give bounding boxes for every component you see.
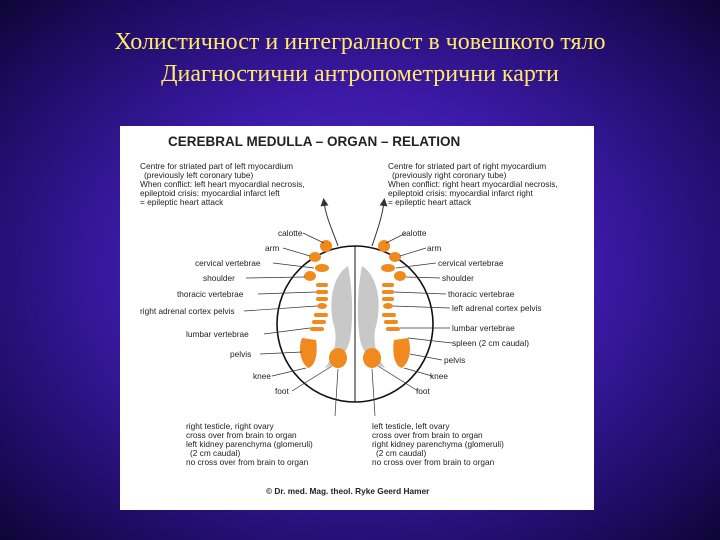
- slide-title-line-1: Холистичност и интегралност в човешкото …: [114, 29, 606, 55]
- left-lumbar-node: [314, 313, 328, 317]
- bottom-right-line: no cross over from brain to organ: [372, 457, 495, 467]
- left-calotte-node: [320, 240, 332, 252]
- right-adrenal-node: [383, 303, 393, 309]
- label-left-knee: knee: [253, 371, 271, 381]
- diagram-panel: CEREBRAL MEDULLA – ORGAN – RELATION Cent…: [120, 126, 594, 510]
- right-foot-node: [363, 348, 381, 368]
- left-foot-node: [329, 348, 347, 368]
- right-block-line: Centre for striated part of right myocar…: [388, 161, 546, 171]
- right-arrow: [371, 198, 388, 247]
- bottom-right-line: cross over from brain to organ: [372, 430, 483, 440]
- label-left-shoulder: shoulder: [203, 273, 235, 283]
- right-myocardium-block: Centre for striated part of right myocar…: [388, 161, 558, 207]
- right-lumbar-node: [382, 313, 396, 317]
- label-left-thoracic: thoracic vertebrae: [177, 289, 244, 299]
- right-arm-node: [389, 252, 401, 262]
- left-thoracic-node: [316, 283, 328, 287]
- left-thoracic-node: [316, 290, 328, 294]
- left-organ-column: [300, 240, 347, 368]
- label-left-adrenal: right adrenal cortex pelvis: [140, 306, 235, 316]
- slide-title-line-2: Диагностични антропометрични карти: [161, 61, 559, 87]
- left-block-line: (previously left coronary tube): [144, 170, 254, 180]
- label-left-lumbar: lumbar vertebrae: [186, 329, 249, 339]
- bottom-left-line: (2 cm caudal): [190, 448, 240, 458]
- left-adrenal-node: [317, 303, 327, 309]
- bottom-left-line: left kidney parenchyma (glomeruli): [186, 439, 313, 449]
- left-grey-matter: [325, 266, 353, 368]
- bottom-right-block: left testicle, left ovary cross over fro…: [372, 421, 504, 467]
- left-shoulder-node: [304, 271, 316, 281]
- slide-title: Холистичност и интегралност в човешкото …: [0, 26, 720, 90]
- bottom-left-line: cross over from brain to organ: [186, 430, 297, 440]
- bottom-left-line: right testicle, right ovary: [186, 421, 274, 431]
- diagram-svg: CEREBRAL MEDULLA – ORGAN – RELATION Cent…: [140, 134, 558, 496]
- right-lumbar-node: [384, 320, 398, 324]
- left-pelvis-node: [300, 338, 317, 368]
- label-right-calotte: calotte: [402, 228, 427, 238]
- label-left-calotte: calotte: [278, 228, 303, 238]
- left-arrow: [320, 198, 339, 247]
- right-block-line: = epileptic heart attack: [388, 197, 472, 207]
- label-right-shoulder: shoulder: [442, 273, 474, 283]
- right-shoulder-node: [394, 271, 406, 281]
- right-calotte-node: [378, 240, 390, 252]
- bottom-right-line: left testicle, left ovary: [372, 421, 450, 431]
- bottom-left-block: right testicle, right ovary cross over f…: [186, 421, 313, 467]
- bottom-right-line: right kidney parenchyma (glomeruli): [372, 439, 504, 449]
- bottom-right-line: (2 cm caudal): [376, 448, 426, 458]
- right-thoracic-node: [382, 290, 394, 294]
- right-thoracic-node: [382, 297, 394, 301]
- left-block-line: When conflict: left heart myocardial nec…: [140, 179, 305, 189]
- right-block-line: epileptoid crisis: myocardial infarct ri…: [388, 188, 533, 198]
- left-arm-node: [309, 252, 321, 262]
- label-right-knee: knee: [430, 371, 448, 381]
- right-block-line: (previously right coronary tube): [392, 170, 507, 180]
- diagram-heading: CEREBRAL MEDULLA – ORGAN – RELATION: [168, 134, 460, 149]
- left-block-line: epileptoid crisis: myocardial infarct le…: [140, 188, 280, 198]
- credit-line: © Dr. med. Mag. theol. Ryke Geerd Hamer: [266, 486, 430, 496]
- label-right-thoracic: thoracic vertebrae: [448, 289, 515, 299]
- right-cervical-node: [381, 264, 395, 272]
- label-right-adrenal: left adrenal cortex pelvis: [452, 303, 541, 313]
- label-right-pelvis: pelvis: [444, 355, 465, 365]
- left-block-line: Centre for striated part of left myocard…: [140, 161, 293, 171]
- left-leader-lines: [243, 232, 339, 417]
- left-label-group: calotte arm cervical vertebrae shoulder …: [140, 228, 303, 396]
- label-right-lumbar: lumbar vertebrae: [452, 323, 515, 333]
- label-left-foot: foot: [275, 386, 290, 396]
- label-right-foot: foot: [416, 386, 431, 396]
- left-thoracic-node: [316, 297, 328, 301]
- label-left-pelvis: pelvis: [230, 349, 251, 359]
- left-cervical-node: [315, 264, 329, 272]
- label-right-cervical: cervical vertebrae: [438, 258, 504, 268]
- left-lumbar-node: [312, 320, 326, 324]
- left-block-line: = epileptic heart attack: [140, 197, 224, 207]
- right-lumbar-node: [386, 327, 400, 331]
- label-left-cervical: cervical vertebrae: [195, 258, 261, 268]
- right-thoracic-node: [382, 283, 394, 287]
- right-organ-column: [363, 240, 410, 368]
- bottom-left-line: no cross over from brain to organ: [186, 457, 309, 467]
- right-label-group: calotte arm cervical vertebrae shoulder …: [402, 228, 541, 396]
- left-myocardium-block: Centre for striated part of left myocard…: [140, 161, 305, 207]
- label-right-spleen: spleen (2 cm caudal): [452, 338, 529, 348]
- right-pelvis-node: [393, 338, 410, 368]
- right-grey-matter: [357, 266, 385, 368]
- label-left-arm: arm: [265, 243, 279, 253]
- label-right-arm: arm: [427, 243, 441, 253]
- right-block-line: When conflict: right heart myocardial ne…: [388, 179, 558, 189]
- left-lumbar-node: [310, 327, 324, 331]
- right-leader-lines: [371, 232, 453, 417]
